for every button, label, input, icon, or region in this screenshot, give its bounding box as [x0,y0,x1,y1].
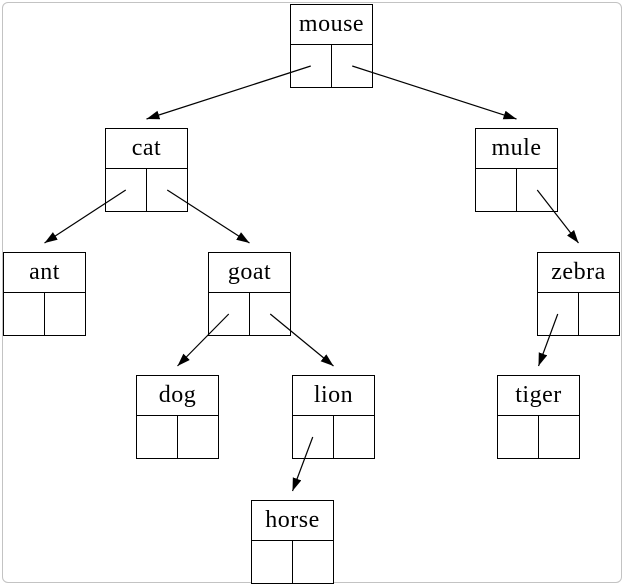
node-label: zebra [538,253,619,293]
right-pointer-cell [539,416,579,458]
left-pointer-cell [209,293,250,335]
right-pointer-cell [178,416,218,458]
left-pointer-cell [293,416,334,458]
node-label: ant [4,253,85,293]
left-pointer-cell [476,169,517,211]
node-pointer-cells [137,416,218,458]
node-pointer-cells [293,416,374,458]
right-pointer-cell [45,293,85,335]
right-pointer-cell [147,169,187,211]
tree-node-horse: horse [251,500,334,584]
node-label: mouse [291,5,372,45]
tree-node-tiger: tiger [497,375,580,459]
node-pointer-cells [538,293,619,335]
left-pointer-cell [252,541,293,583]
node-pointer-cells [498,416,579,458]
left-pointer-cell [291,45,332,87]
node-pointer-cells [476,169,557,211]
node-label: dog [137,376,218,416]
tree-node-mule: mule [475,128,558,212]
left-pointer-cell [538,293,579,335]
tree-edge-mouse-left-cat [146,65,311,120]
right-pointer-cell [250,293,290,335]
tree-node-goat: goat [208,252,291,336]
left-pointer-cell [4,293,45,335]
tree-node-zebra: zebra [537,252,620,336]
right-pointer-cell [517,169,557,211]
left-pointer-cell [498,416,539,458]
node-pointer-cells [106,169,187,211]
tree-node-cat: cat [105,128,188,212]
left-pointer-cell [106,169,147,211]
tree-node-mouse: mouse [290,4,373,88]
node-pointer-cells [209,293,290,335]
left-pointer-cell [137,416,178,458]
tree-edge-mouse-right-mule [352,65,517,120]
node-label: cat [106,129,187,169]
node-label: mule [476,129,557,169]
tree-node-lion: lion [292,375,375,459]
right-pointer-cell [579,293,619,335]
node-label: tiger [498,376,579,416]
node-label: horse [252,501,333,541]
node-pointer-cells [291,45,372,87]
right-pointer-cell [334,416,374,458]
node-label: lion [293,376,374,416]
node-pointer-cells [252,541,333,583]
tree-node-ant: ant [3,252,86,336]
tree-node-dog: dog [136,375,219,459]
node-pointer-cells [4,293,85,335]
node-label: goat [209,253,290,293]
right-pointer-cell [332,45,372,87]
right-pointer-cell [293,541,333,583]
